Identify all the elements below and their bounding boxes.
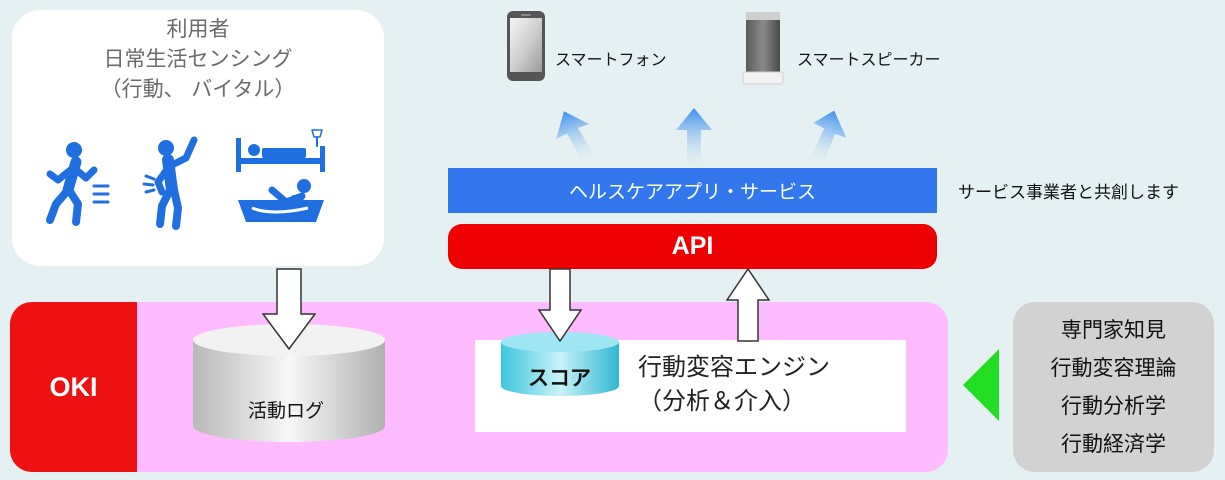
expert-knowledge-box	[1013, 302, 1214, 472]
back-pain-person-icon	[142, 136, 198, 230]
bathtub-bathing-icon	[238, 179, 324, 222]
score-cylinder	[501, 332, 619, 396]
user-title-line-3: （行動、 バイタル）	[100, 77, 296, 101]
expert-knowledge-list: 専門家知見 行動変容理論 行動分析学 行動経済学	[1013, 311, 1214, 463]
oki-label: OKI	[49, 371, 98, 402]
expert-item-2: 行動変容理論	[1050, 356, 1177, 380]
upward-arrows	[556, 108, 847, 166]
api-bar: API	[448, 224, 937, 269]
user-sensing-title: 利用者 日常生活センシング （行動、 バイタル）	[12, 14, 384, 104]
bed-sleeping-icon	[236, 129, 325, 172]
smart-speaker-icon	[742, 12, 784, 85]
activity-log-label: 活動ログ	[248, 400, 325, 422]
expert-item-4: 行動経済学	[1061, 432, 1166, 456]
behavior-change-engine-label: 行動変容エンジン （分析＆介入）	[638, 350, 830, 418]
smartphone-label: スマートフォン	[555, 50, 667, 69]
expert-item-3: 行動分析学	[1061, 394, 1166, 418]
score-label: スコア	[528, 366, 591, 390]
oki-label-panel	[10, 302, 137, 472]
up-arrow-left	[556, 111, 596, 163]
up-arrow-right	[809, 110, 847, 164]
down-arrow-to-activity-log	[262, 268, 316, 350]
up-arrow-center	[676, 108, 712, 166]
smartphone-icon	[507, 11, 545, 81]
cocreation-note: サービス事業者と共創します	[958, 183, 1179, 203]
smart-speaker-label: スマートスピーカー	[797, 50, 941, 69]
green-left-triangle-icon	[963, 349, 999, 421]
user-title-line-2: 日常生活センシング	[103, 47, 293, 71]
expert-item-1: 専門家知見	[1061, 318, 1166, 342]
healthcare-app-service-bar: ヘルスケアアプリ・サービス	[448, 168, 937, 213]
up-arrow-engine-to-api	[726, 268, 770, 342]
engine-line-1: 行動変容エンジン	[638, 353, 830, 381]
engine-line-2: （分析＆介入）	[638, 387, 806, 415]
user-title-line-1: 利用者	[166, 17, 230, 41]
down-arrow-api-to-score	[538, 268, 582, 342]
running-person-icon	[46, 142, 110, 226]
